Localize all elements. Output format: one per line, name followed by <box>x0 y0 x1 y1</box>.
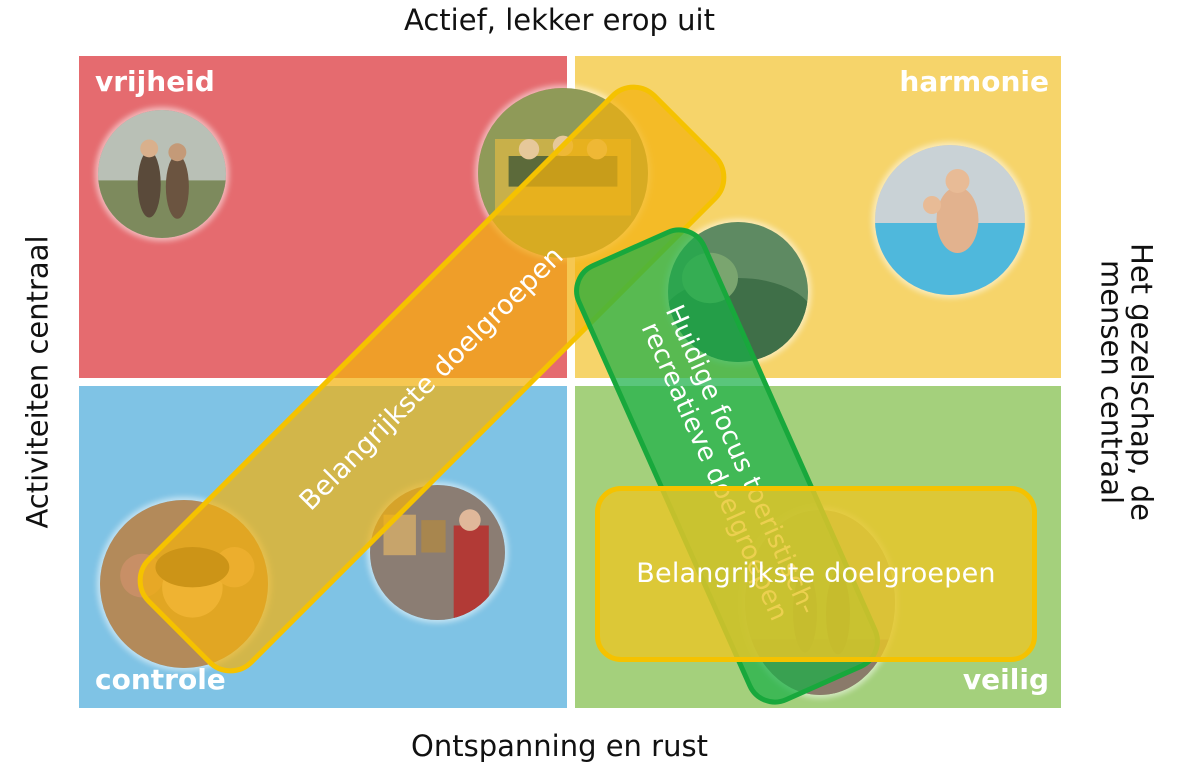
belangrijkste-doelgroepen-box: Belangrijkste doelgroepen <box>595 486 1037 662</box>
belangrijkste-doelgroepen-box-label: Belangrijkste doelgroepen <box>636 558 996 590</box>
quadrant-title-vrijheid: vrijheid <box>95 65 215 98</box>
friends-waterfall-photo <box>98 110 226 238</box>
swimming-pool-family-photo <box>875 145 1025 295</box>
axis-label-bottom: Ontspanning en rust <box>411 729 708 763</box>
quadrant-title-controle: controle <box>95 663 226 696</box>
quadrant-title-harmonie: harmonie <box>899 65 1049 98</box>
axis-label-left: Activiteiten centraal <box>20 235 55 529</box>
axis-label-top: Actief, lekker erop uit <box>404 3 715 37</box>
quadrant-title-veilig: veilig <box>962 663 1049 696</box>
axis-label-right: Het gezelschap, de mensen centraal <box>1094 243 1159 521</box>
